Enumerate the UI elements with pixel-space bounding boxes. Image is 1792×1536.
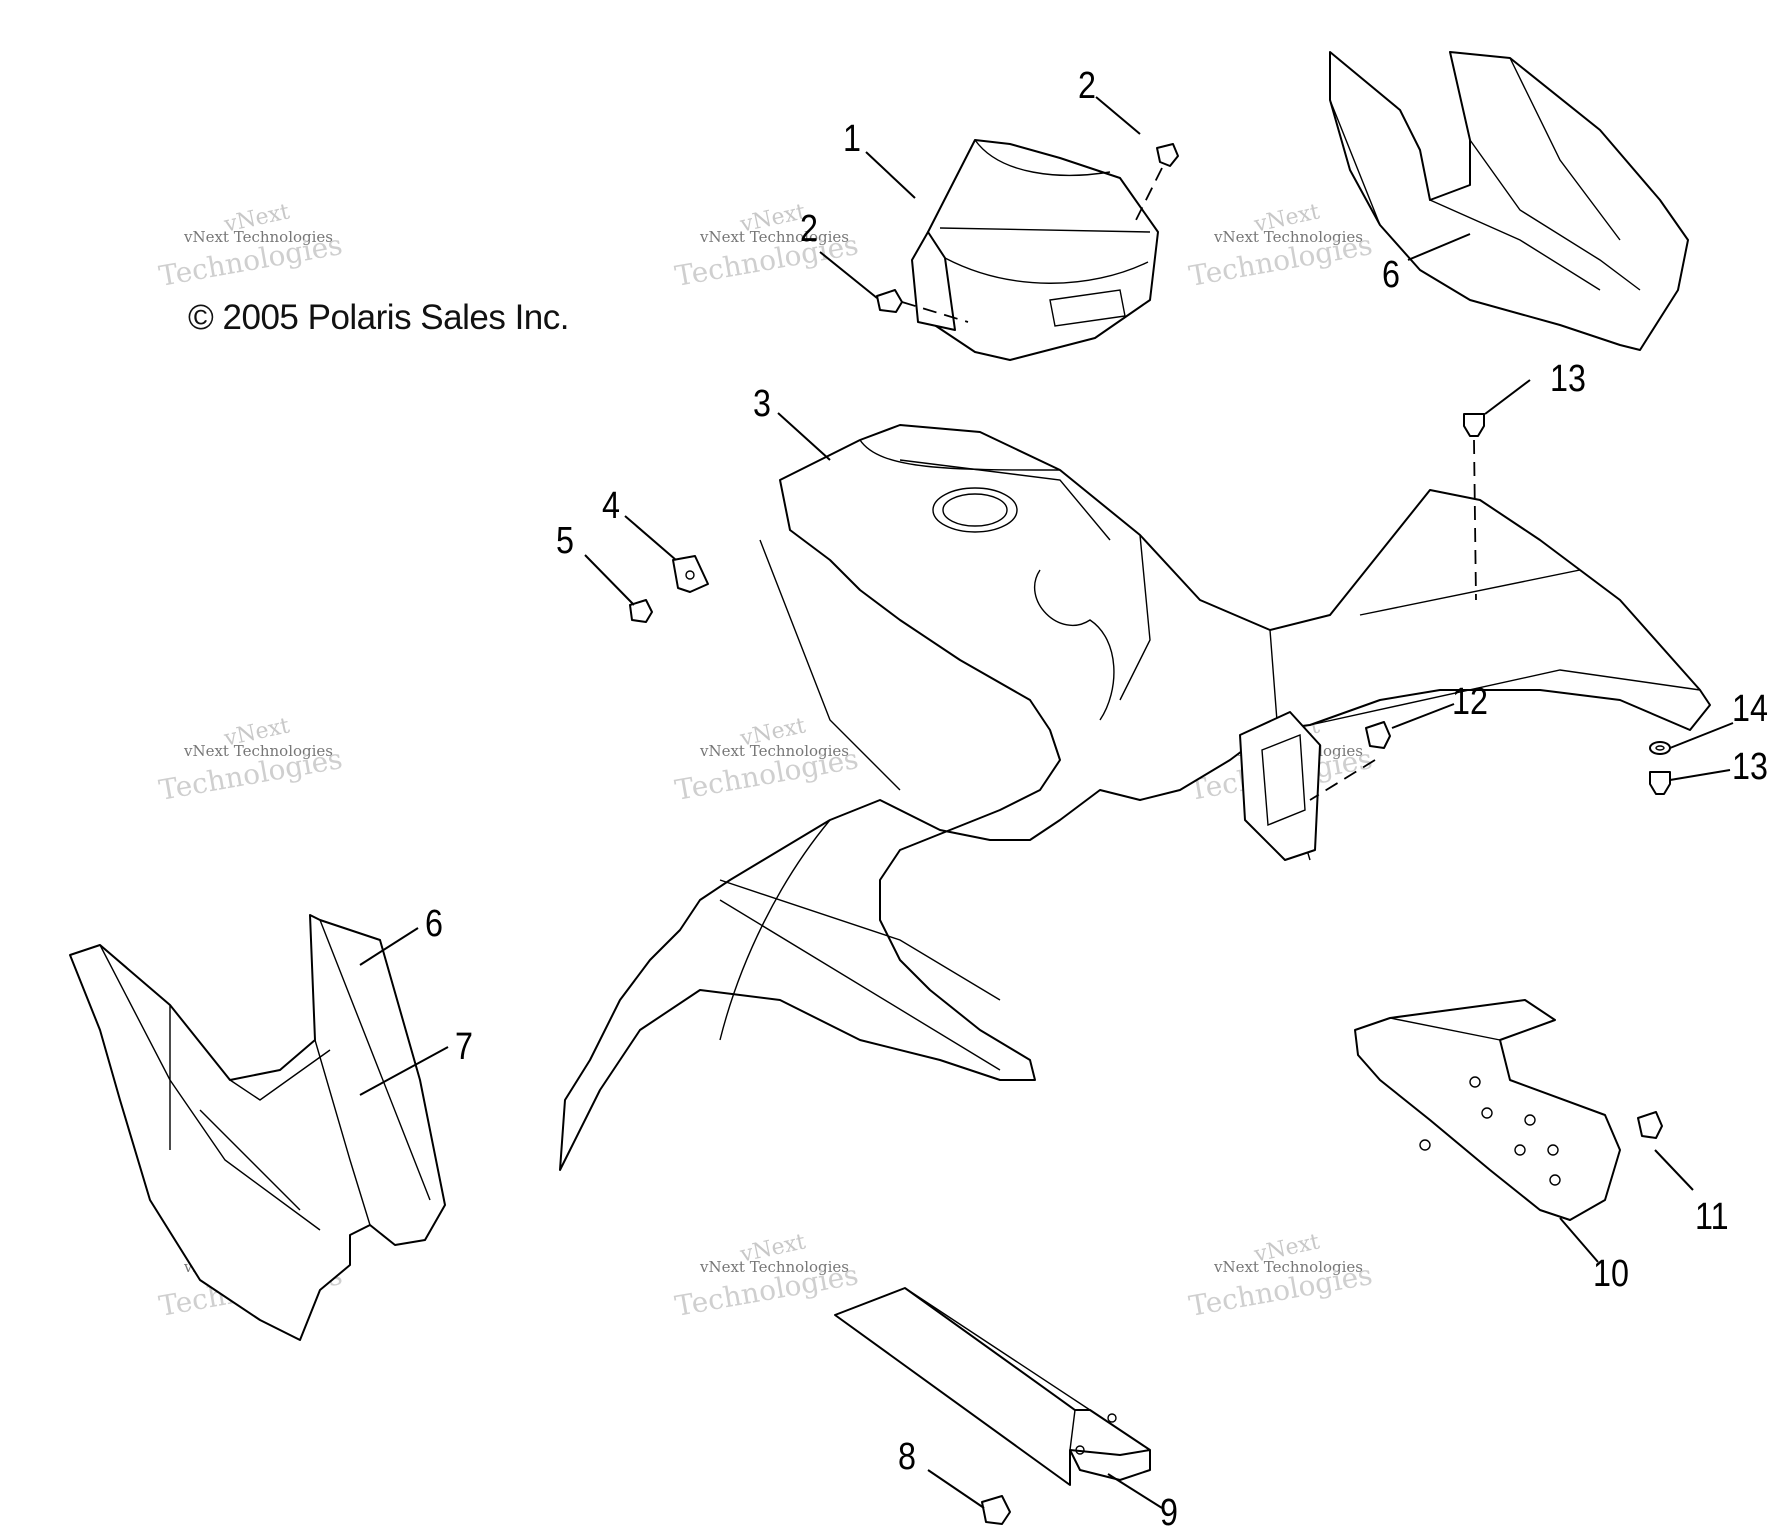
part-12-screw — [1365, 721, 1391, 749]
callout-10: 10 — [1593, 1253, 1629, 1295]
part-1-pod-cover — [911, 139, 1159, 361]
callout-2-left: 2 — [800, 208, 818, 250]
callout-13-lower: 13 — [1732, 746, 1768, 788]
part-10-plate — [1354, 999, 1621, 1221]
callout-6-lower: 6 — [425, 903, 443, 945]
part-6-side-panel-lower — [69, 914, 446, 1341]
leader-lines — [359, 96, 1734, 1509]
part-6-side-panel-upper — [1329, 51, 1689, 351]
callout-2-upper: 2 — [1078, 65, 1096, 107]
callout-12: 12 — [1452, 681, 1488, 723]
part-9-bracket — [834, 1287, 1151, 1486]
part-2-screw-upper — [1156, 143, 1179, 167]
part-11-screw — [1637, 1111, 1663, 1139]
part-2-screw-left — [876, 289, 903, 313]
copyright-notice: © 2005 Polaris Sales Inc. — [188, 298, 570, 337]
callout-8: 8 — [898, 1436, 916, 1478]
part-8-screw — [981, 1495, 1011, 1525]
callout-9: 9 — [1160, 1492, 1178, 1534]
callout-14: 14 — [1732, 688, 1768, 730]
part-13-screw-upper — [1463, 413, 1485, 437]
part-13-screw-lower — [1649, 771, 1671, 795]
callout-1: 1 — [843, 118, 861, 160]
part-14-washer — [1649, 741, 1671, 755]
callout-3: 3 — [753, 383, 771, 425]
callout-6-upper: 6 — [1382, 254, 1400, 296]
part-3-front-fender — [559, 424, 1711, 1171]
callout-7: 7 — [455, 1026, 473, 1068]
callout-4: 4 — [602, 485, 620, 527]
callout-13-upper: 13 — [1550, 358, 1586, 400]
callout-11: 11 — [1695, 1196, 1729, 1238]
callout-5: 5 — [556, 520, 574, 562]
part-4-clip — [672, 555, 709, 593]
part-5-screw — [629, 599, 653, 623]
